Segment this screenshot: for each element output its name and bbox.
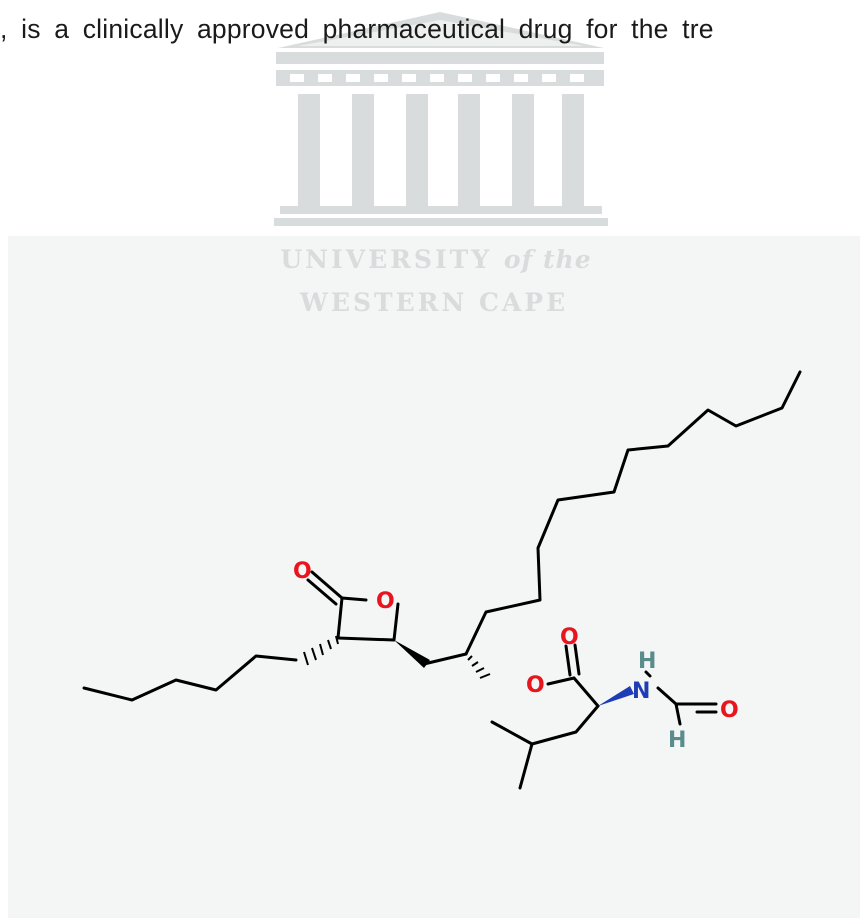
- atom-o-lactone-carbonyl: O: [293, 559, 312, 584]
- figure-panel: [8, 236, 860, 918]
- atom-o-ester: O: [526, 673, 545, 698]
- atom-o-ester-carbonyl: O: [560, 625, 579, 650]
- watermark-western-cape: WESTERN CAPE: [299, 288, 569, 317]
- atom-h-on-n: H: [638, 649, 656, 674]
- atom-o-ring: O: [376, 589, 395, 614]
- columned-building-icon: [274, 12, 608, 226]
- atom-h-formyl: H: [668, 728, 686, 753]
- watermark-university: UNIVERSITY of the: [280, 245, 592, 274]
- atom-o-formyl: O: [720, 698, 739, 723]
- body-text-line: , is a clinically approved pharmaceutica…: [0, 14, 714, 44]
- atom-n-amide: N: [632, 679, 650, 704]
